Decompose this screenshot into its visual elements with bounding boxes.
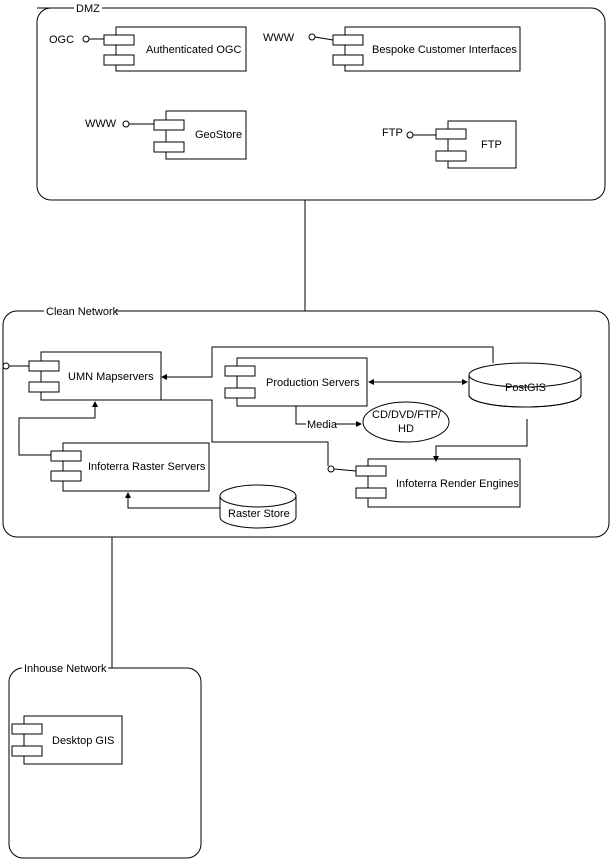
geostore-component: GeoStore [153,110,247,160]
media-output-line2: HD [398,423,414,435]
production-label: Production Servers [266,377,360,389]
ogc-interface: OGC [49,34,104,46]
raster-store-label: Raster Store [228,508,290,520]
media-connector-label: Media [307,419,338,431]
rasterstore-to-raster-connector [125,492,220,509]
raster-servers-label: Infoterra Raster Servers [88,461,206,473]
www-geostore-label: WWW [85,118,117,130]
media-output-node: CD/DVD/FTP/ HD [362,401,450,443]
umn-mapservers-component: UMN Mapservers [28,351,162,401]
production-servers-component: Production Servers [224,357,368,407]
postgis-label: PostGIS [505,382,546,394]
dmz-label-front: DMZ [76,3,100,15]
production-media-connector [295,406,306,425]
authenticated-ogc-label: Authenticated OGC [146,44,241,56]
raster-servers-component: Infoterra Raster Servers [50,442,210,492]
desktop-gis-label: Desktop GIS [52,735,114,747]
render-engines-label: Infoterra Render Engines [396,478,519,490]
raster-store-datastore: Raster Store [219,484,297,529]
render-engines-component: Infoterra Render Engines [355,458,521,508]
www-bespoke-interface: WWW [263,32,334,44]
postgis-datastore: PostGIS [468,362,582,408]
authenticated-ogc-component: Authenticated OGC [103,26,247,72]
ftp-interface: FTP [382,127,436,139]
geostore-label: GeoStore [195,129,242,141]
bespoke-label: Bespoke Customer Interfaces [372,44,517,56]
umn-interface [2,362,29,370]
ogc-interface-label: OGC [49,34,74,46]
postgis-to-umn-connector [161,346,494,380]
ftp-label: FTP [481,139,502,151]
raster-to-umn-connector [18,401,98,456]
render-engines-interface [327,465,357,473]
www-geostore-interface: WWW [85,118,154,130]
umn-to-render-connector [161,399,329,466]
ftp-component: FTP [435,120,517,169]
clean-network-label-front: Clean Network [46,306,119,318]
umn-label: UMN Mapservers [68,371,154,383]
www-bespoke-label: WWW [263,32,295,44]
postgis-to-render-connector [433,419,528,462]
ftp-interface-label: FTP [382,127,403,139]
media-output-line1: CD/DVD/FTP/ [372,409,442,421]
inhouse-network-label-front: Inhouse Network [24,663,107,675]
desktop-gis-component: Desktop GIS [11,715,123,765]
bespoke-interfaces-component: Bespoke Customer Interfaces [332,26,521,72]
